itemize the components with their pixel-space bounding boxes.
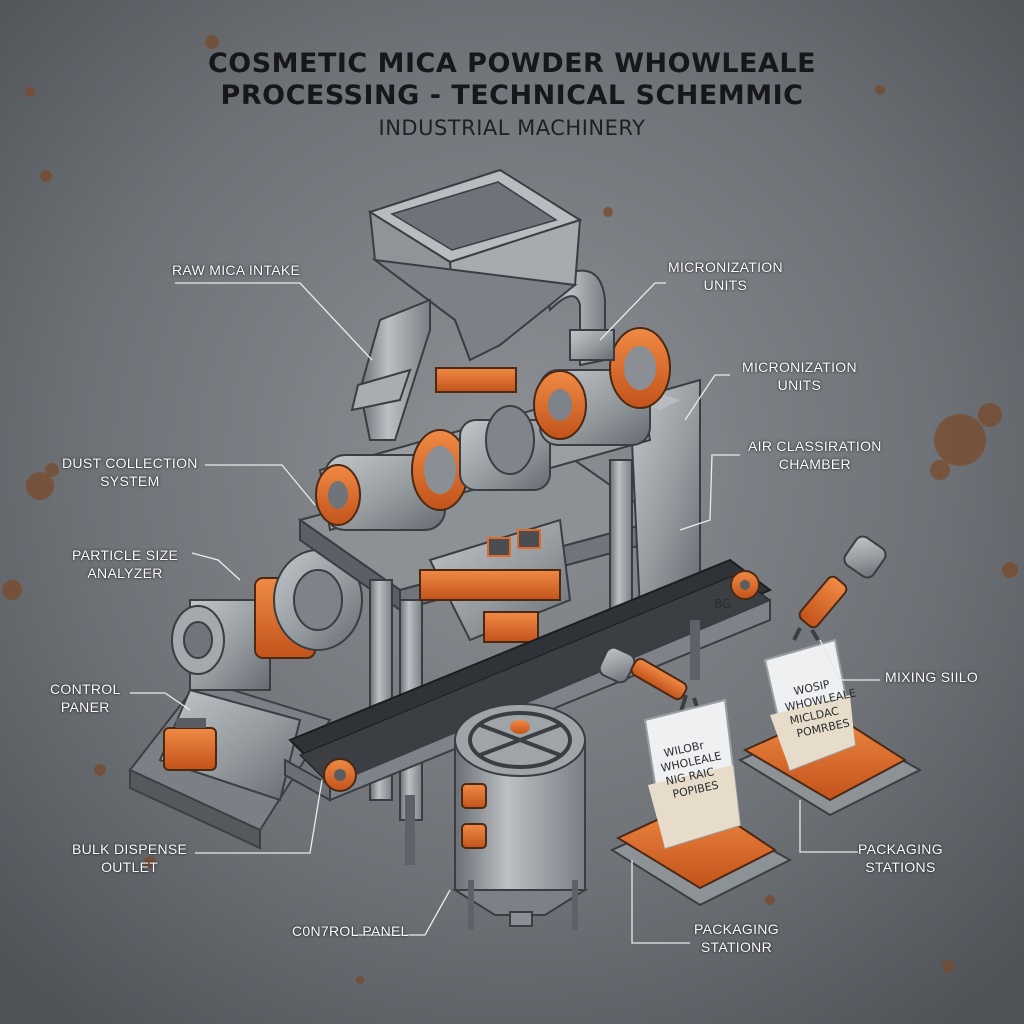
diagram-subtitle: INDUSTRIAL MACHINERY bbox=[378, 116, 646, 140]
label-line: STATIONR bbox=[700, 939, 772, 955]
label-packaging-stations-bottom: PACKAGING STATIONR bbox=[694, 920, 779, 956]
label-bulk-dispense-outlet: BULK DISPENSE OUTLET bbox=[72, 840, 187, 876]
label-line: MICRONIZATION bbox=[742, 359, 857, 375]
label-line: MIXING SIILO bbox=[885, 669, 979, 685]
label-raw-mica-intake: RAW MICA INTAKE bbox=[172, 261, 300, 279]
intake-hopper bbox=[350, 168, 583, 441]
diagram-title-line-1: COSMETIC MICA POWDER WHOWLEALE bbox=[207, 48, 817, 79]
label-line: OUTLET bbox=[101, 859, 159, 875]
leader-lines bbox=[130, 282, 880, 944]
label-line: RAW MICA INTAKE bbox=[172, 262, 301, 278]
label-packaging-stations-right: PACKAGING STATIONS bbox=[858, 840, 943, 876]
label-line: PANER bbox=[60, 699, 110, 715]
label-line: DUST COLLECTION bbox=[62, 455, 198, 471]
bag-label-front: WILOBr WHOLEALE NIG RAIC POPIBES bbox=[660, 739, 723, 801]
label-mixing-silo: MIXING SIILO bbox=[885, 668, 978, 686]
label-control-paner: CONTROL PANER bbox=[50, 680, 121, 716]
label-line: MICRONIZATION bbox=[668, 259, 783, 275]
micronization-mills bbox=[315, 327, 671, 532]
label-micronization-units-middle: MICRONIZATION UNITS bbox=[742, 358, 857, 394]
label-line: C0N7ROL PANEL bbox=[292, 923, 409, 939]
label-micronization-units-top: MICRONIZATION UNITS bbox=[668, 258, 783, 294]
label-line: PACKAGING bbox=[694, 921, 779, 937]
label-line: CONTROL bbox=[50, 681, 121, 697]
label-line: AIR CLASSIRATION bbox=[748, 438, 882, 454]
robotic-arm-front bbox=[598, 646, 702, 717]
label-line: STATIONS bbox=[865, 859, 936, 875]
label-line: PARTICLE SIZE bbox=[72, 547, 179, 563]
label-line: UNITS bbox=[703, 277, 748, 293]
packaging-station-back bbox=[737, 638, 923, 817]
label-line: SYSTEM bbox=[100, 473, 160, 489]
label-particle-size-analyzer: PARTICLE SIZE ANALYZER bbox=[72, 546, 178, 582]
label-air-classification-chamber: AIR CLASSIRATION CHAMBER bbox=[748, 437, 882, 473]
robotic-arm-back bbox=[792, 535, 887, 642]
diagram-title-line-2: PROCESSING - TECHNICAL SCHEMMIC bbox=[220, 80, 804, 111]
packaging-station-front bbox=[609, 698, 793, 907]
label-line: PACKAGING bbox=[858, 841, 943, 857]
label-line: UNITS bbox=[777, 377, 822, 393]
conveyor-marking: BG bbox=[714, 597, 731, 611]
analyzer-assembly bbox=[158, 549, 363, 802]
label-line: BULK DISPENSE bbox=[72, 841, 188, 857]
mixing-silo-vessel bbox=[451, 703, 589, 930]
label-line: CHAMBER bbox=[778, 456, 851, 472]
label-line: ANALYZER bbox=[87, 565, 163, 581]
label-control-panel: C0N7ROL PANEL bbox=[292, 922, 409, 940]
rust-spots bbox=[2, 35, 1018, 984]
conveyor-belt: BG bbox=[284, 558, 772, 865]
label-dust-collection-system: DUST COLLECTION SYSTEM bbox=[62, 454, 198, 490]
